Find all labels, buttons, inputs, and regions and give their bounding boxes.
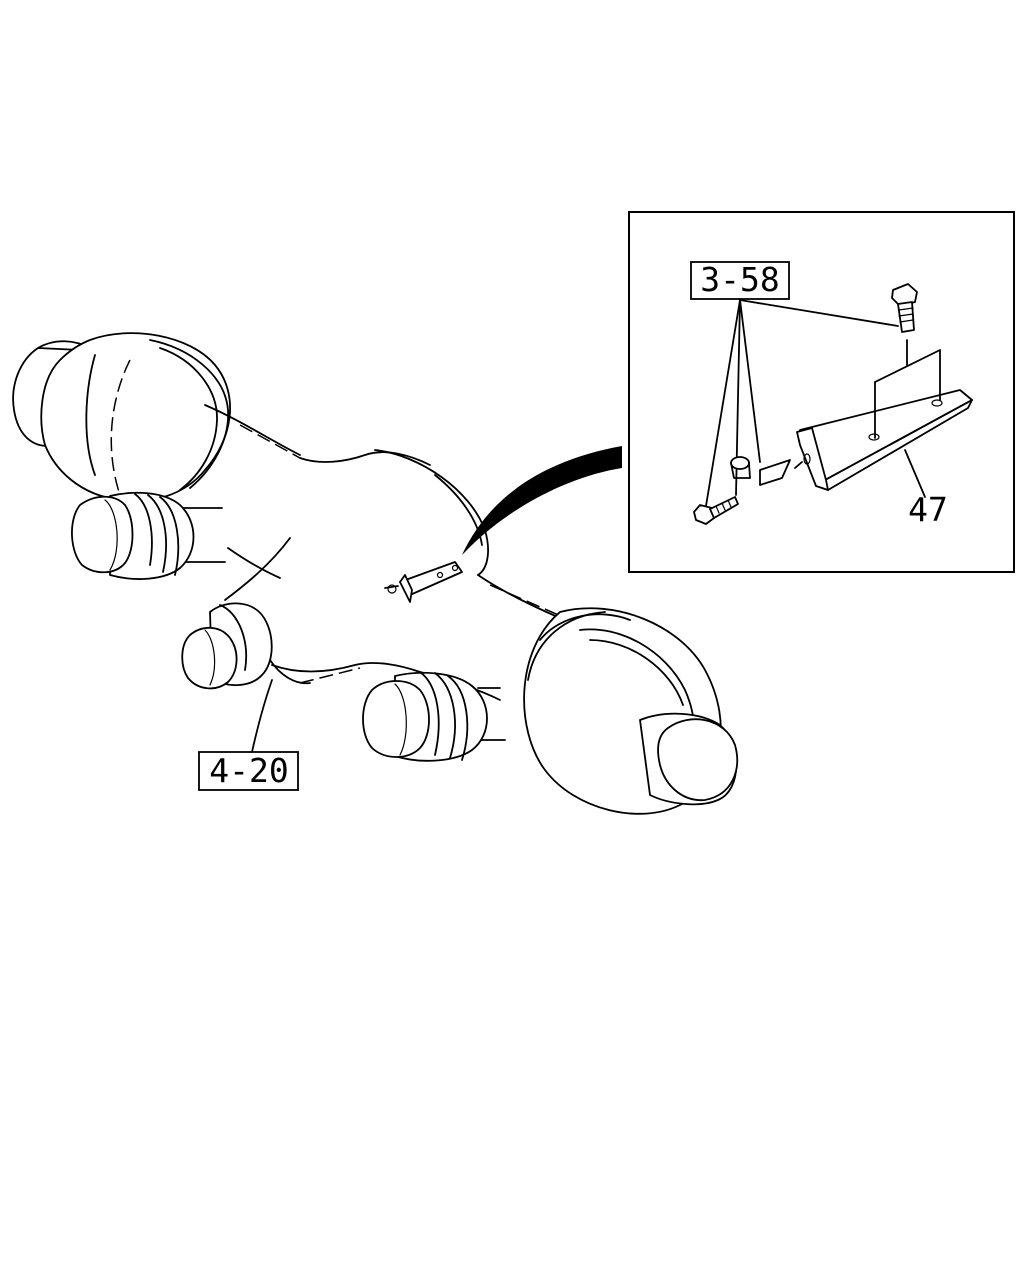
left-driveshaft-stub [71, 491, 226, 580]
pinion-stub [181, 602, 273, 690]
mounting-bracket [796, 349, 973, 498]
detail-pointer-swoosh [462, 446, 622, 555]
left-hub [12, 332, 231, 503]
lower-bolt [693, 496, 739, 525]
right-hub [523, 607, 739, 815]
callout-assembly: 4-20 [209, 751, 288, 790]
assembly-callout: 4-20 [198, 679, 299, 791]
housing-body [204, 404, 571, 701]
callout-bolt-group: 3-58 [700, 260, 779, 299]
callout-bracket: 47 [908, 490, 948, 529]
clip-nut [730, 456, 803, 486]
upper-bolt [891, 283, 918, 366]
bracket-location-detail [384, 561, 463, 603]
detail-panel: 3-58 47 [628, 211, 1015, 573]
right-driveshaft-stub [362, 671, 506, 762]
axle-housing-assembly [12, 332, 739, 815]
